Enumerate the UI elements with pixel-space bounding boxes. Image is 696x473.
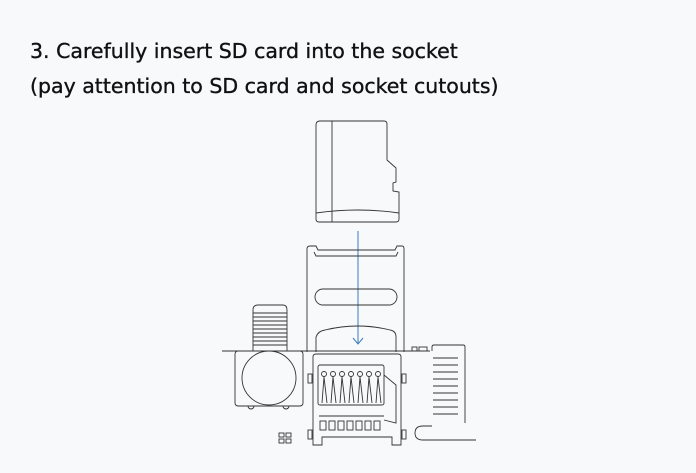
- side-component: [414, 344, 476, 441]
- heading-line-2: (pay attention to SD card and socket cut…: [30, 74, 499, 98]
- socket-contacts: [321, 371, 382, 404]
- socket-pads: [319, 415, 384, 431]
- sd-card: [315, 120, 400, 223]
- socket-housing: [312, 353, 402, 446]
- insertion-arrow: [352, 231, 364, 345]
- small-pads: [278, 346, 428, 444]
- threaded-connector: [234, 304, 304, 410]
- instruction-heading: 3. Carefully insert SD card into the soc…: [30, 34, 499, 104]
- heading-line-1: 3. Carefully insert SD card into the soc…: [30, 39, 458, 63]
- socket-frame: [306, 245, 407, 440]
